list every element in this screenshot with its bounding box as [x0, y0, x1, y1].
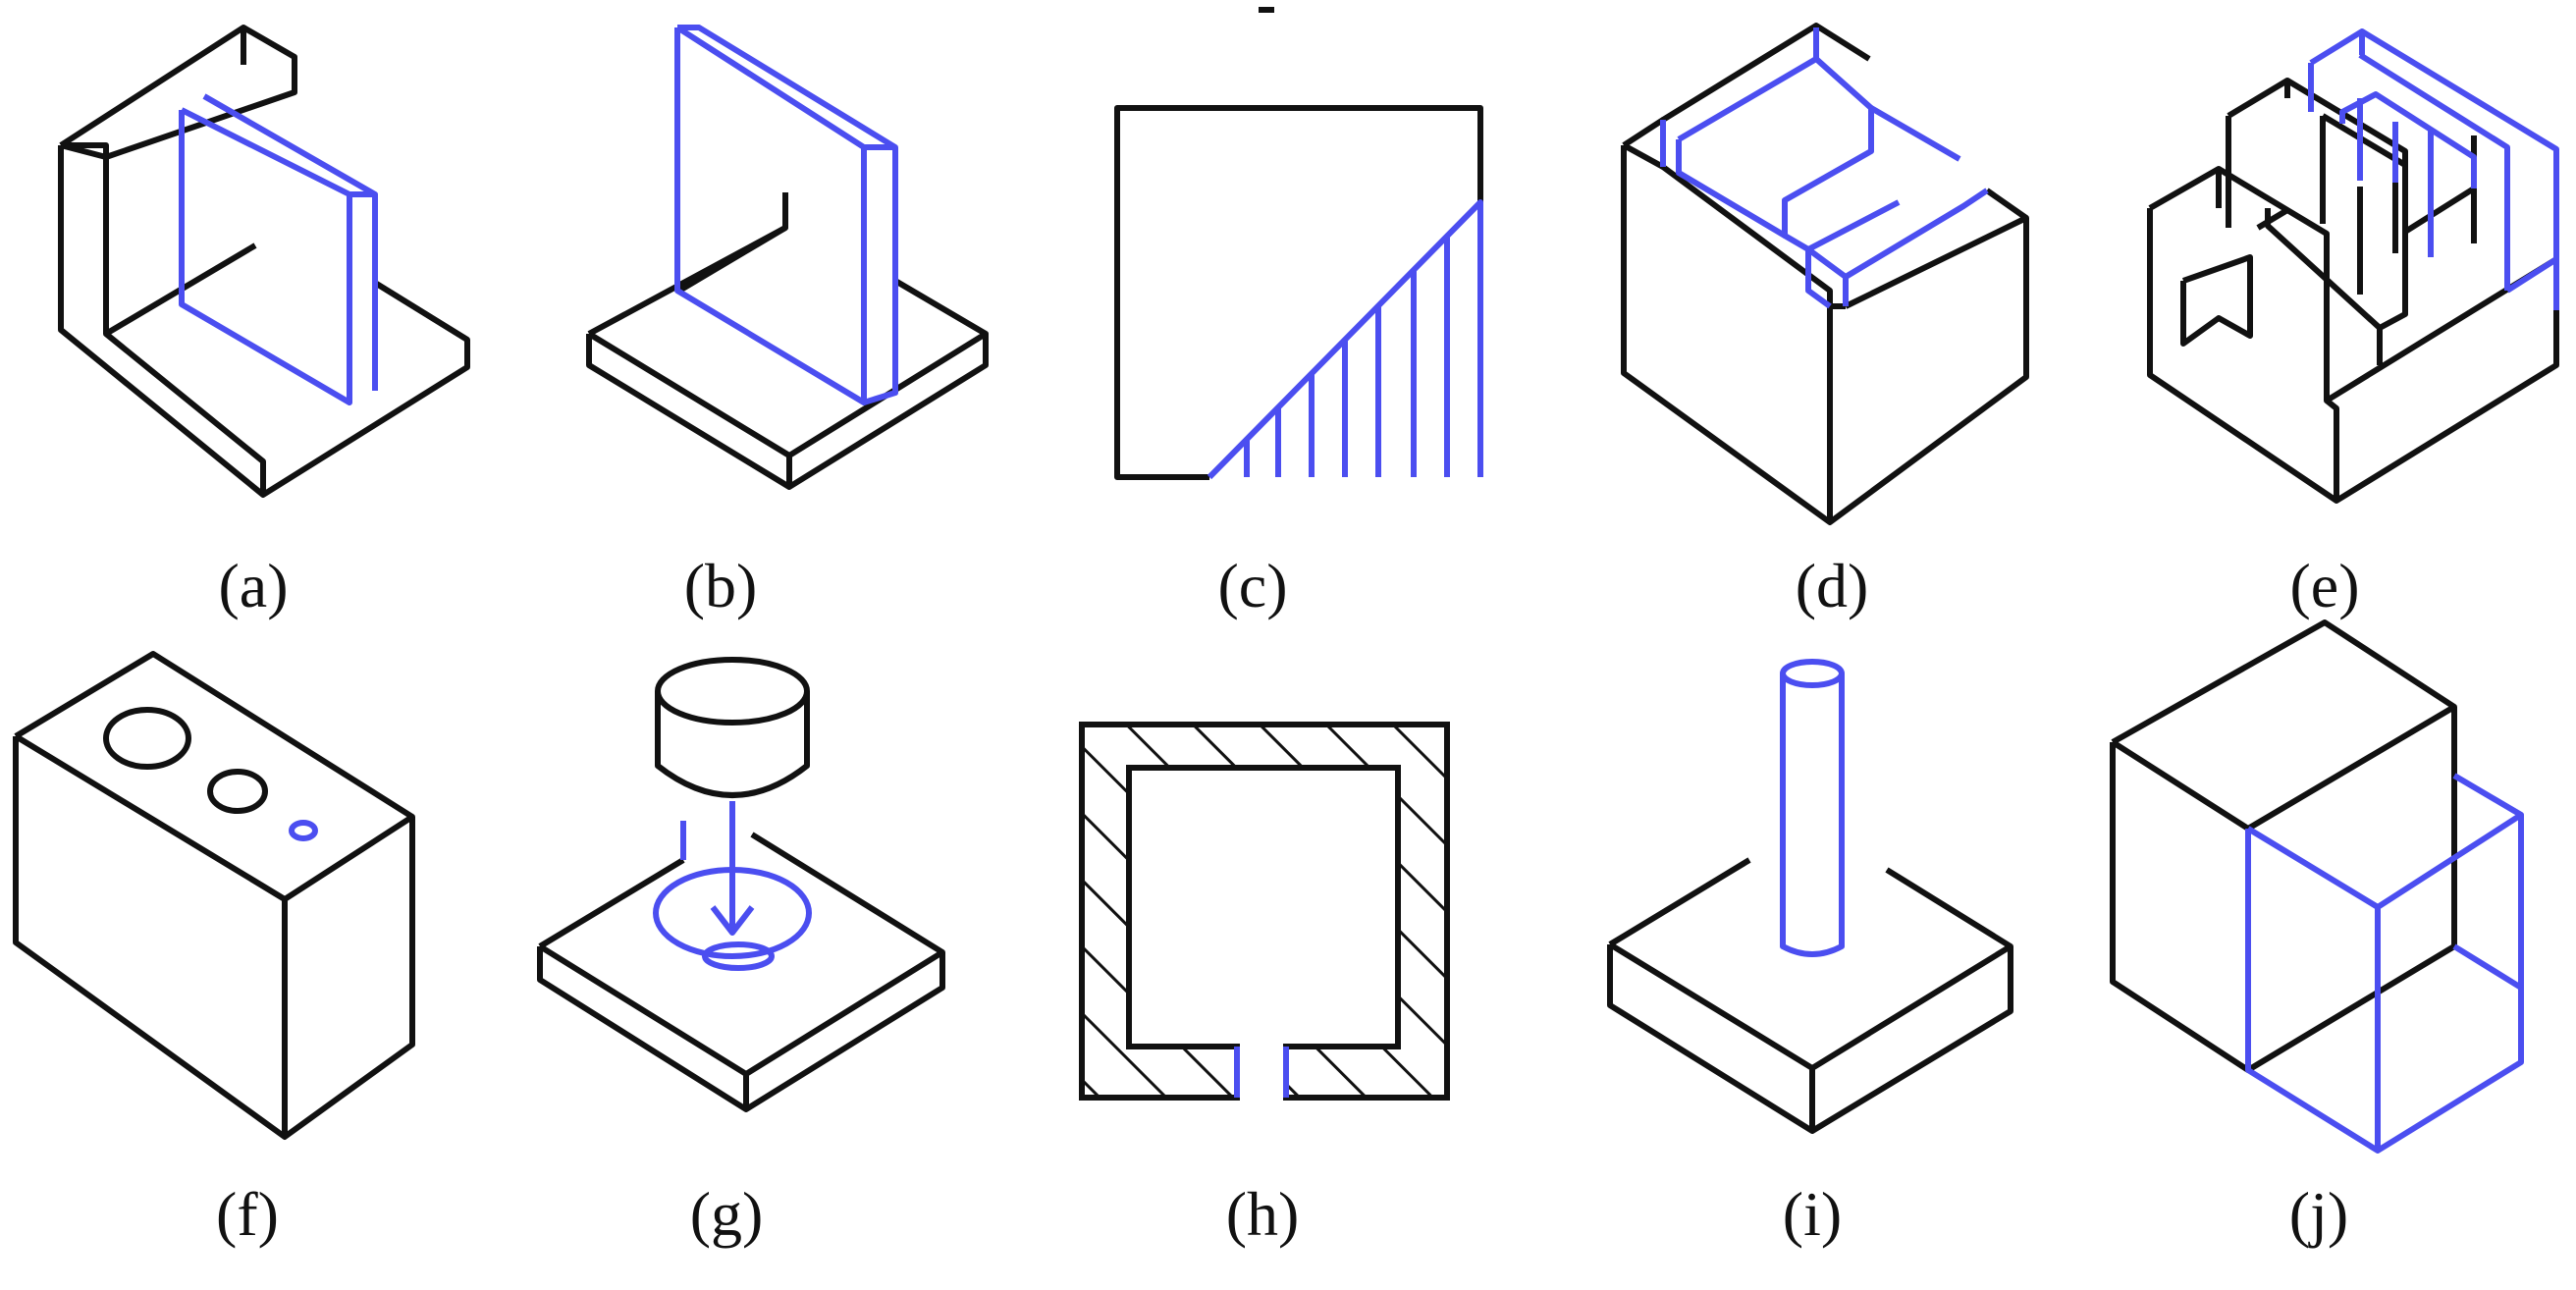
figure-b-base-tall-wall [586, 25, 989, 490]
label-c: (c) [1217, 551, 1287, 620]
figure-e-channel-block [2147, 28, 2559, 504]
figure-c-inclined-face [1114, 7, 1483, 480]
figure-g-counterbore-tool [537, 657, 945, 1112]
figure-j-cube-overlap [2110, 619, 2524, 1154]
figure-i-pin-on-base [1607, 659, 2013, 1134]
label-b: (b) [684, 551, 758, 620]
figure-h-hatched-section-slot [1079, 722, 1450, 1101]
label-d: (d) [1796, 551, 1869, 620]
label-i: (i) [1783, 1179, 1842, 1249]
label-j: (j) [2289, 1179, 2348, 1249]
figure-f-block-with-holes [13, 651, 415, 1140]
label-e: (e) [2289, 551, 2359, 620]
label-h: (h) [1226, 1179, 1300, 1249]
label-f: (f) [216, 1179, 279, 1249]
figure-a-l-bracket-wall [58, 25, 470, 498]
label-g: (g) [690, 1179, 764, 1249]
label-a: (a) [218, 551, 288, 620]
figure-d-slotted-block [1621, 23, 2029, 525]
